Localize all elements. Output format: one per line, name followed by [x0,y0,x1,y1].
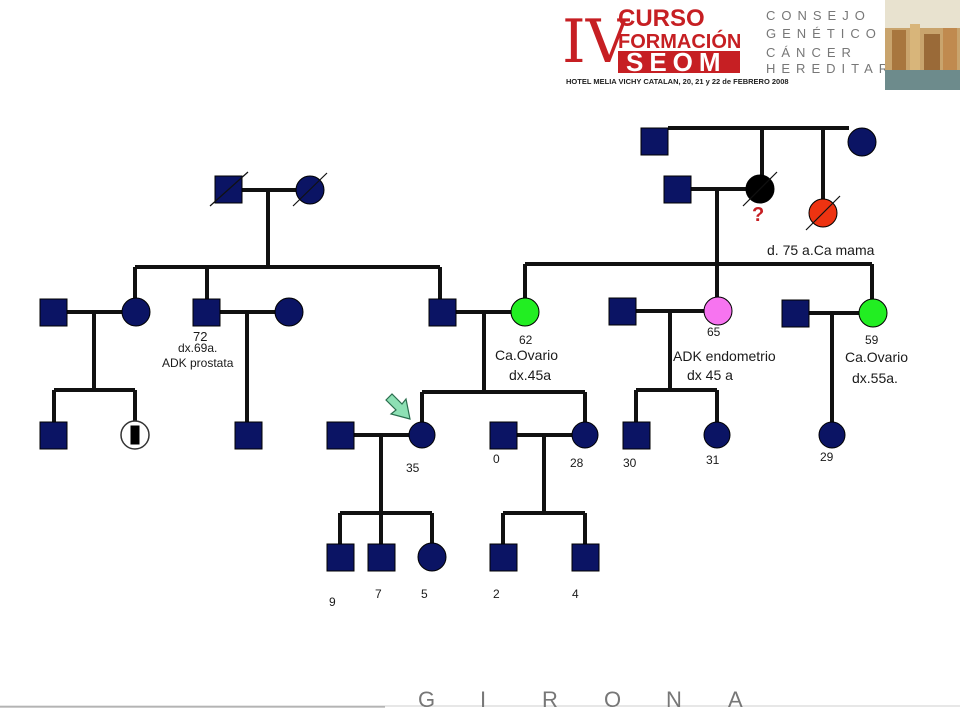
uncle-in-law-1 [39,298,68,327]
maternal-aunt-endometrial [703,296,733,326]
uncle-dx: dx.69a. [178,341,217,355]
pedigree-labels: 72 dx.69a. ADK prostata 62 Ca.Ovario dx.… [162,204,908,609]
banner-right-line-4: HEREDITARIO [766,61,920,76]
nephew1-age: 2 [493,587,500,601]
girona-photo [885,0,960,90]
child3-age: 5 [421,587,428,601]
uncle-age: 72 [193,329,207,344]
footer-letter: A [728,687,743,712]
cousin-paternal-1 [39,421,68,450]
footer-letter: R [542,687,558,712]
proband-husband [326,421,355,450]
maternal-great-grandmother [847,127,877,157]
banner-curso: CURSO [618,5,705,32]
footer-letter: O [604,687,621,712]
cousin2-age: 31 [706,453,720,467]
maternal-great-grandfather [640,127,669,156]
maternal-grandfather [663,175,692,204]
great-aunt-note: d. 75 a.Ca mama [767,242,875,258]
uncle-wife [274,297,304,327]
cousin-paternal-3 [234,421,263,450]
mother-dx: dx.45a [509,367,551,383]
aunt2-age: 59 [865,333,879,347]
proband-child-1 [326,543,355,572]
brother-age: 0 [493,452,500,466]
cousin1-age: 30 [623,456,637,470]
cousin-maternal-2 [703,421,731,449]
proband-age: 35 [406,461,420,475]
nephew2-age: 4 [572,587,579,601]
nephew-1 [489,543,518,572]
pedigree-lines [52,126,874,544]
proband-child-2 [367,543,396,572]
footer-letter: G [418,687,435,712]
banner-right-line-3: CÁNCER [766,45,857,60]
aunt2-husband [781,299,810,328]
nephew-2 [571,543,600,572]
maternal-aunt-ovarian [858,298,888,328]
proband-child-3 [417,542,447,572]
deceased-slashes [209,171,841,231]
aunt1-cancer: ADK endometrio [673,348,776,364]
banner-seom-box [618,51,740,73]
proband-arrow-icon [385,393,411,420]
child2-age: 7 [375,587,382,601]
mother-ovarian-cancer [510,297,540,327]
paternal-uncle-prostate [192,298,221,327]
banner-right-line-1: CONSEJO [766,8,871,23]
sister-age: 28 [570,456,584,470]
cousin-maternal-1 [622,421,651,450]
banner-right-line-2: GENÉTICO [766,26,882,41]
pedigree-symbols [39,127,888,572]
banner-venue: HOTEL MELIA VICHY CATALAN, 20, 21 y 22 d… [566,77,789,86]
mother-age: 62 [519,333,533,347]
child1-age: 9 [329,595,336,609]
uncle-cancer: ADK prostata [162,356,234,370]
unknown-mark: ? [752,204,764,226]
cousin-maternal-3 [818,421,846,449]
aunt1-husband [608,297,637,326]
brother [489,421,518,450]
aunt2-dx: dx.55a. [852,370,898,386]
aunt1-dx: dx 45 a [687,367,733,383]
footer-letter: N [666,687,682,712]
cousin-paternal-2 [120,420,150,450]
paternal-aunt [121,297,151,327]
proband [408,421,436,449]
mother-cancer: Ca.Ovario [495,347,558,363]
aunt2-cancer: Ca.Ovario [845,349,908,365]
footer-letter: I [480,687,486,712]
father [428,298,457,327]
banner-seom: SEOM [626,47,727,77]
banner-formacion: FORMACIÓN [618,29,741,53]
sister [571,421,599,449]
aunt1-age: 65 [707,325,721,339]
cousin3-age: 29 [820,450,834,464]
course-banner: IV CURSO FORMACIÓN SEOM HOTEL MELIA VICH… [562,0,960,90]
